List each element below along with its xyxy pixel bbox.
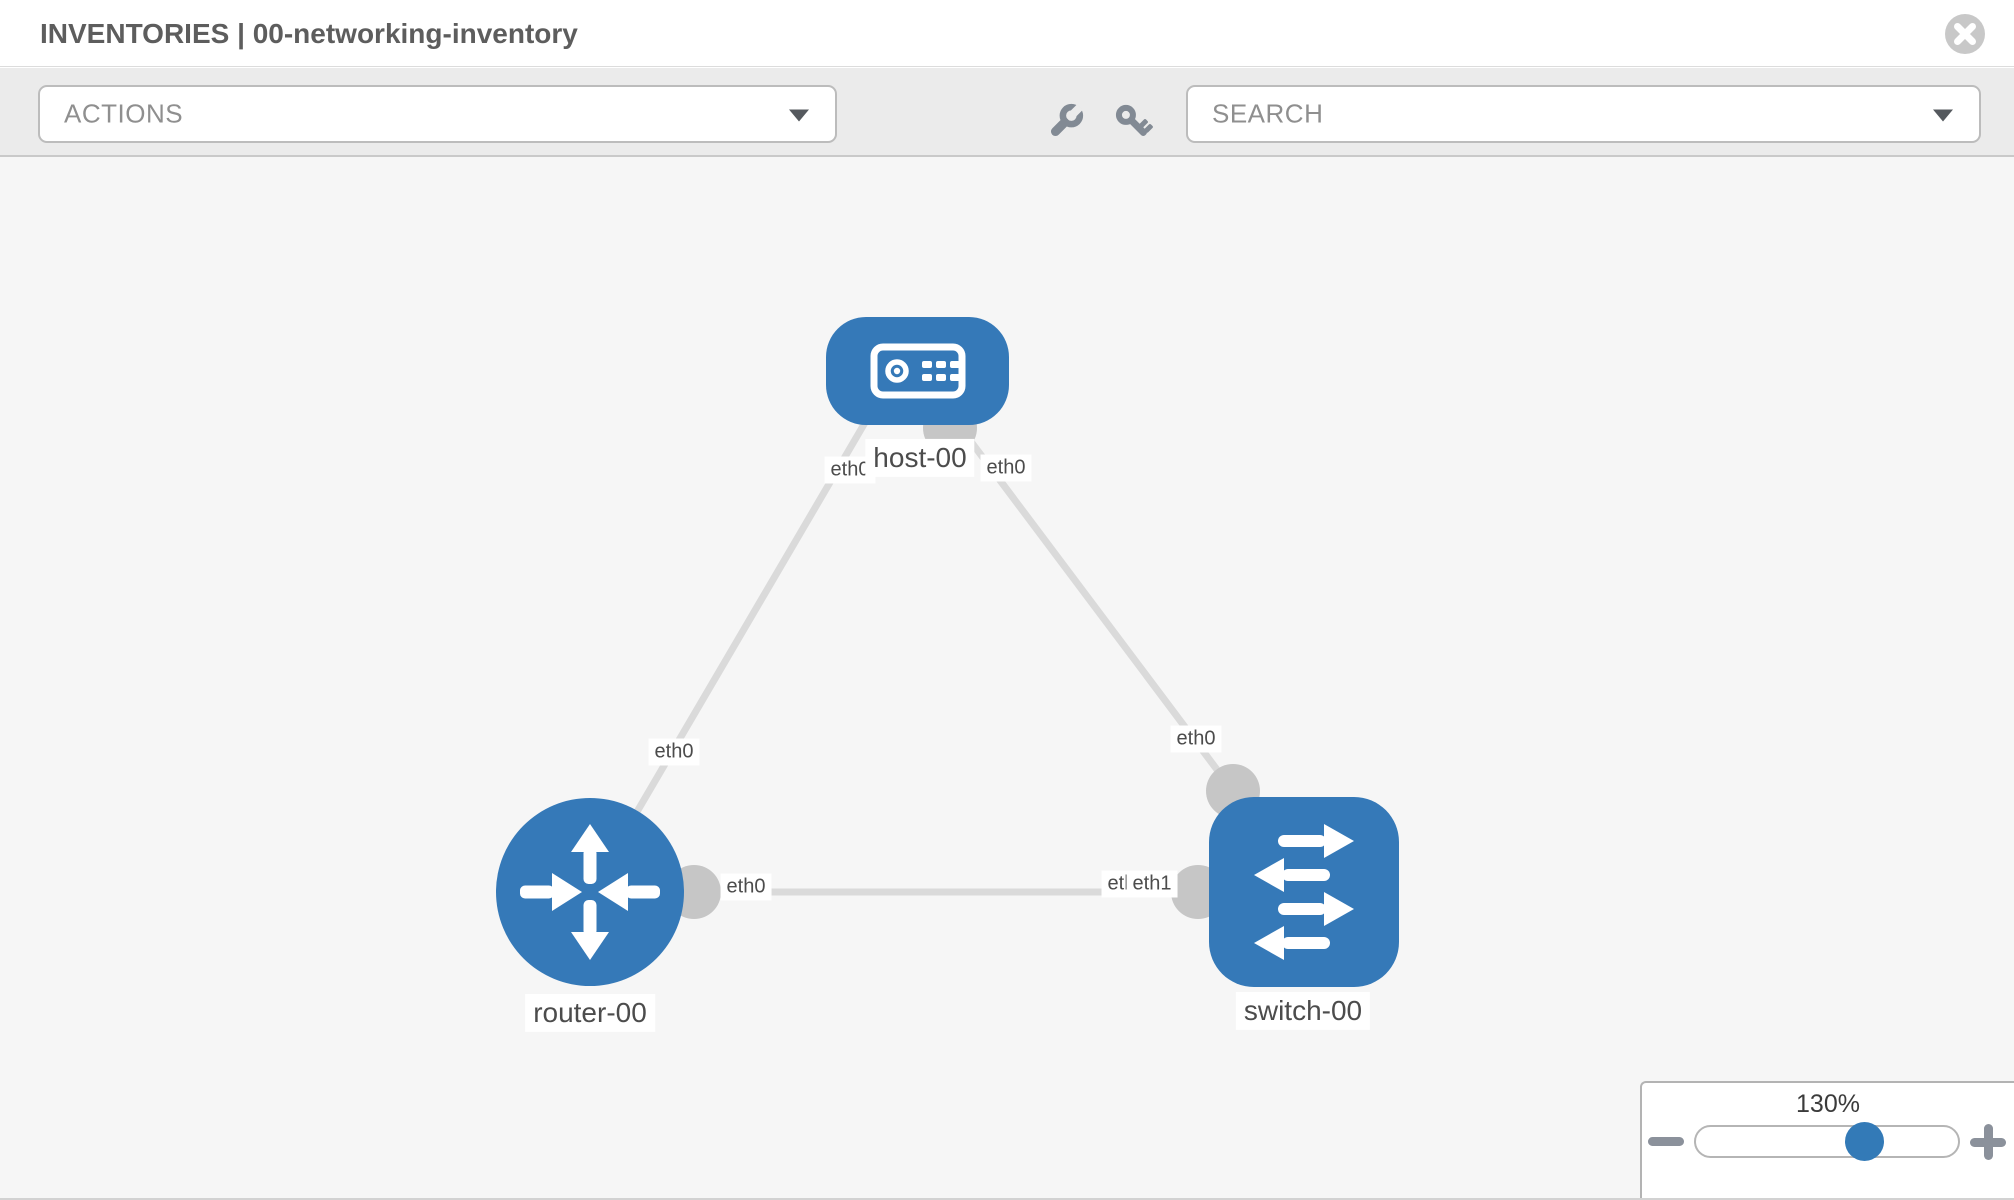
zoom-slider-track[interactable] bbox=[1694, 1125, 1960, 1158]
search-dropdown-label: SEARCH bbox=[1212, 98, 1324, 129]
node-host-00[interactable] bbox=[826, 317, 1009, 425]
node-switch-00[interactable] bbox=[1209, 797, 1399, 987]
close-button[interactable] bbox=[1944, 13, 1986, 55]
node-router-00[interactable] bbox=[496, 798, 684, 986]
zoom-slider-thumb[interactable] bbox=[1845, 1122, 1884, 1161]
toolbar: ACTIONS SEARCH bbox=[0, 68, 2014, 157]
key-icon bbox=[1115, 104, 1153, 136]
interface-label: eth0 bbox=[1170, 725, 1222, 753]
interface-label: eth1 bbox=[1126, 870, 1178, 898]
zoom-level-label: 130% bbox=[1796, 1090, 1860, 1118]
wrench-icon bbox=[1050, 103, 1084, 137]
header: INVENTORIES | 00-networking-inventory bbox=[0, 0, 2014, 67]
zoom-control-panel: 130% bbox=[1640, 1081, 2014, 1198]
zoom-in-button[interactable] bbox=[1970, 1124, 2006, 1160]
key-button[interactable] bbox=[1113, 102, 1153, 142]
page-title: INVENTORIES | 00-networking-inventory bbox=[40, 18, 578, 49]
caret-down-icon bbox=[789, 109, 809, 122]
router-icon bbox=[520, 824, 660, 960]
switch-icon bbox=[1254, 824, 1354, 960]
topology-canvas[interactable]: eth0 eth0 eth0 eth0 eth0 eth0 eth1 host-… bbox=[0, 157, 2014, 1200]
zoom-out-button[interactable] bbox=[1648, 1137, 1684, 1146]
interface-label: eth0 bbox=[980, 454, 1032, 482]
caret-down-icon bbox=[1933, 109, 1953, 122]
node-label-router: router-00 bbox=[525, 993, 655, 1033]
actions-dropdown-label: ACTIONS bbox=[64, 98, 184, 129]
interface-label: eth0 bbox=[648, 738, 700, 766]
actions-dropdown[interactable]: ACTIONS bbox=[38, 85, 837, 143]
interface-label: eth0 bbox=[720, 873, 772, 901]
topology-graph bbox=[496, 317, 1399, 987]
host-icon bbox=[870, 343, 966, 399]
node-label-switch: switch-00 bbox=[1235, 991, 1371, 1031]
wrench-button[interactable] bbox=[1045, 102, 1085, 142]
search-dropdown[interactable]: SEARCH bbox=[1186, 85, 1981, 143]
node-label-host: host-00 bbox=[865, 438, 975, 478]
close-icon bbox=[1945, 14, 1985, 54]
